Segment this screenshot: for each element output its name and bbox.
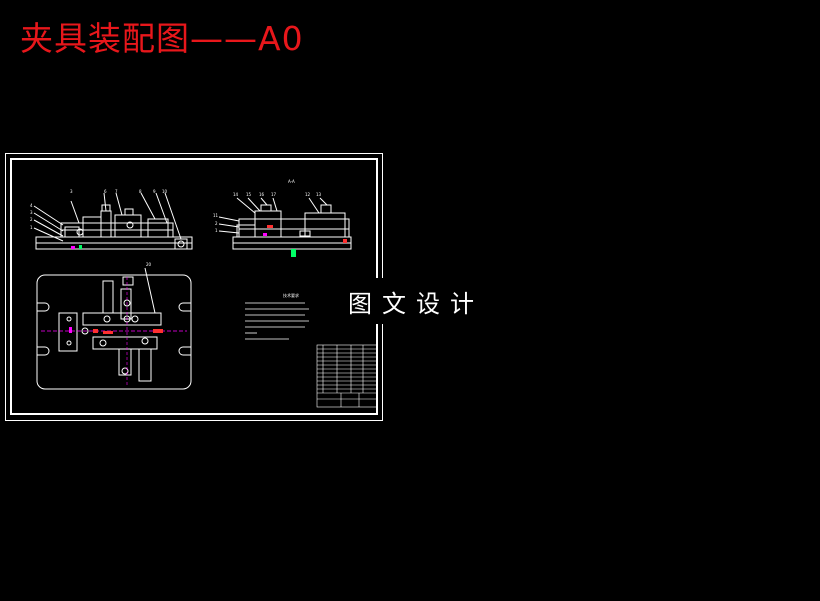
part-number-label: 7 — [115, 189, 118, 194]
part-number-label: 2 — [215, 221, 218, 226]
part-number-label: 10 — [162, 189, 168, 194]
technical-notes: 技术要求 — [245, 292, 309, 340]
part-number-label: 14 — [233, 192, 239, 197]
side-view-accents — [263, 225, 347, 257]
part-number-label: 9 — [153, 189, 156, 194]
watermark-label: 图文设计 — [333, 278, 499, 324]
part-number-label: 1 — [30, 225, 33, 230]
part-number-label: 11 — [213, 213, 219, 218]
part-number-label: 20 — [146, 262, 152, 267]
section-label: A-A — [288, 179, 295, 184]
part-number-label: 15 — [246, 192, 252, 197]
part-number-label: 12 — [305, 192, 311, 197]
part-number-label: 17 — [271, 192, 277, 197]
part-number-label: 16 — [259, 192, 265, 197]
front-view-accents — [71, 245, 82, 249]
inner-frame — [10, 158, 378, 415]
plan-view-accents — [69, 327, 163, 334]
part-number-label: 13 — [316, 192, 322, 197]
side-section-view — [218, 197, 352, 250]
parts-list-table — [316, 344, 378, 408]
part-number-label: 8 — [139, 189, 142, 194]
fixture-assembly-drawing: 3 6 7 8 9 10 4 3 2 1 A-A 14 — [5, 153, 383, 421]
part-number-label: 3 — [30, 210, 33, 215]
part-number-label: 3 — [70, 189, 73, 194]
part-number-label: 4 — [30, 203, 33, 208]
tech-requirements-title: 技术要求 — [283, 292, 299, 298]
front-view — [33, 192, 193, 250]
outer-frame — [5, 153, 383, 421]
part-number-label: 2 — [30, 217, 33, 222]
part-number-label: 6 — [104, 189, 107, 194]
part-number-label: 1 — [215, 228, 218, 233]
plan-view — [36, 267, 192, 390]
page-title: 夹具装配图——A0 — [20, 19, 304, 58]
